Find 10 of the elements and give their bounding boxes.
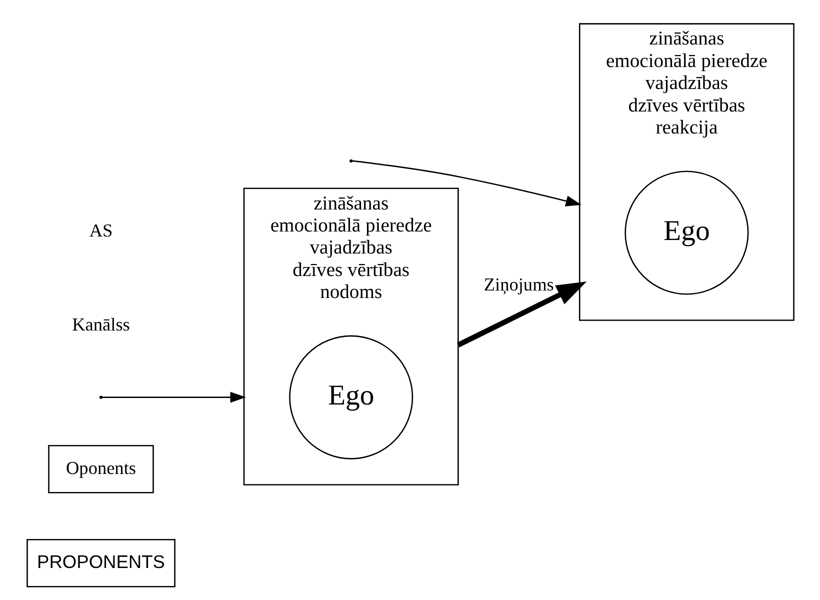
label: AS	[88, 220, 112, 240]
node-box: Oponents	[48, 444, 154, 494]
arrow	[456, 282, 586, 348]
node-circle: Ego	[288, 335, 413, 460]
arrow	[102, 392, 246, 403]
node-box: PROPONENTS	[26, 538, 175, 588]
node-circle: Ego	[624, 170, 748, 295]
edge-label: Ziņojums	[483, 274, 554, 294]
arrow	[352, 160, 582, 206]
label: Kanālss	[72, 314, 130, 334]
